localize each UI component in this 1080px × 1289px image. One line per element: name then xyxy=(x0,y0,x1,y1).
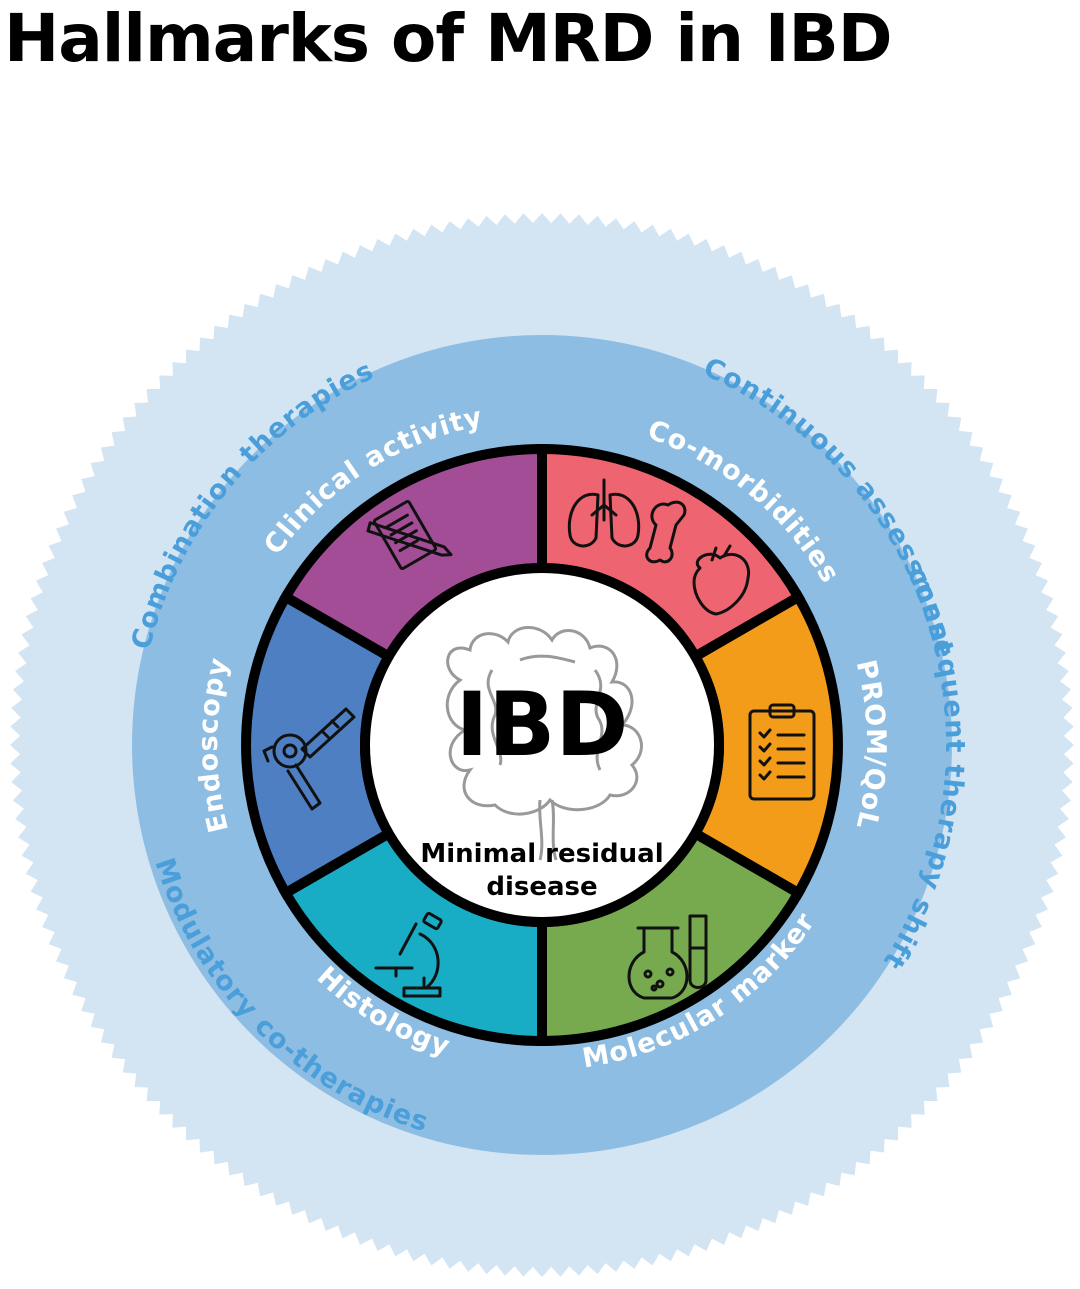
center-ibd-label: IBD xyxy=(456,673,629,776)
page-title: Hallmarks of MRD in IBD xyxy=(4,0,893,77)
document-pen-icon xyxy=(366,499,453,571)
endoscope-icon xyxy=(262,707,356,811)
organs-icon xyxy=(567,478,751,616)
hallmark-segments xyxy=(241,443,843,1047)
center-sub-line2: disease xyxy=(486,872,597,902)
mrd-hallmarks-diagram: IBD Minimal residual disease Combination… xyxy=(10,213,1074,1277)
microscope-icon xyxy=(374,911,443,998)
center-sub-line1: Minimal residual xyxy=(420,839,663,869)
center-circle xyxy=(360,563,724,927)
lab-flask-icon xyxy=(627,914,708,1000)
intestine-icon xyxy=(445,626,643,861)
clipboard-checklist-icon xyxy=(748,703,816,801)
